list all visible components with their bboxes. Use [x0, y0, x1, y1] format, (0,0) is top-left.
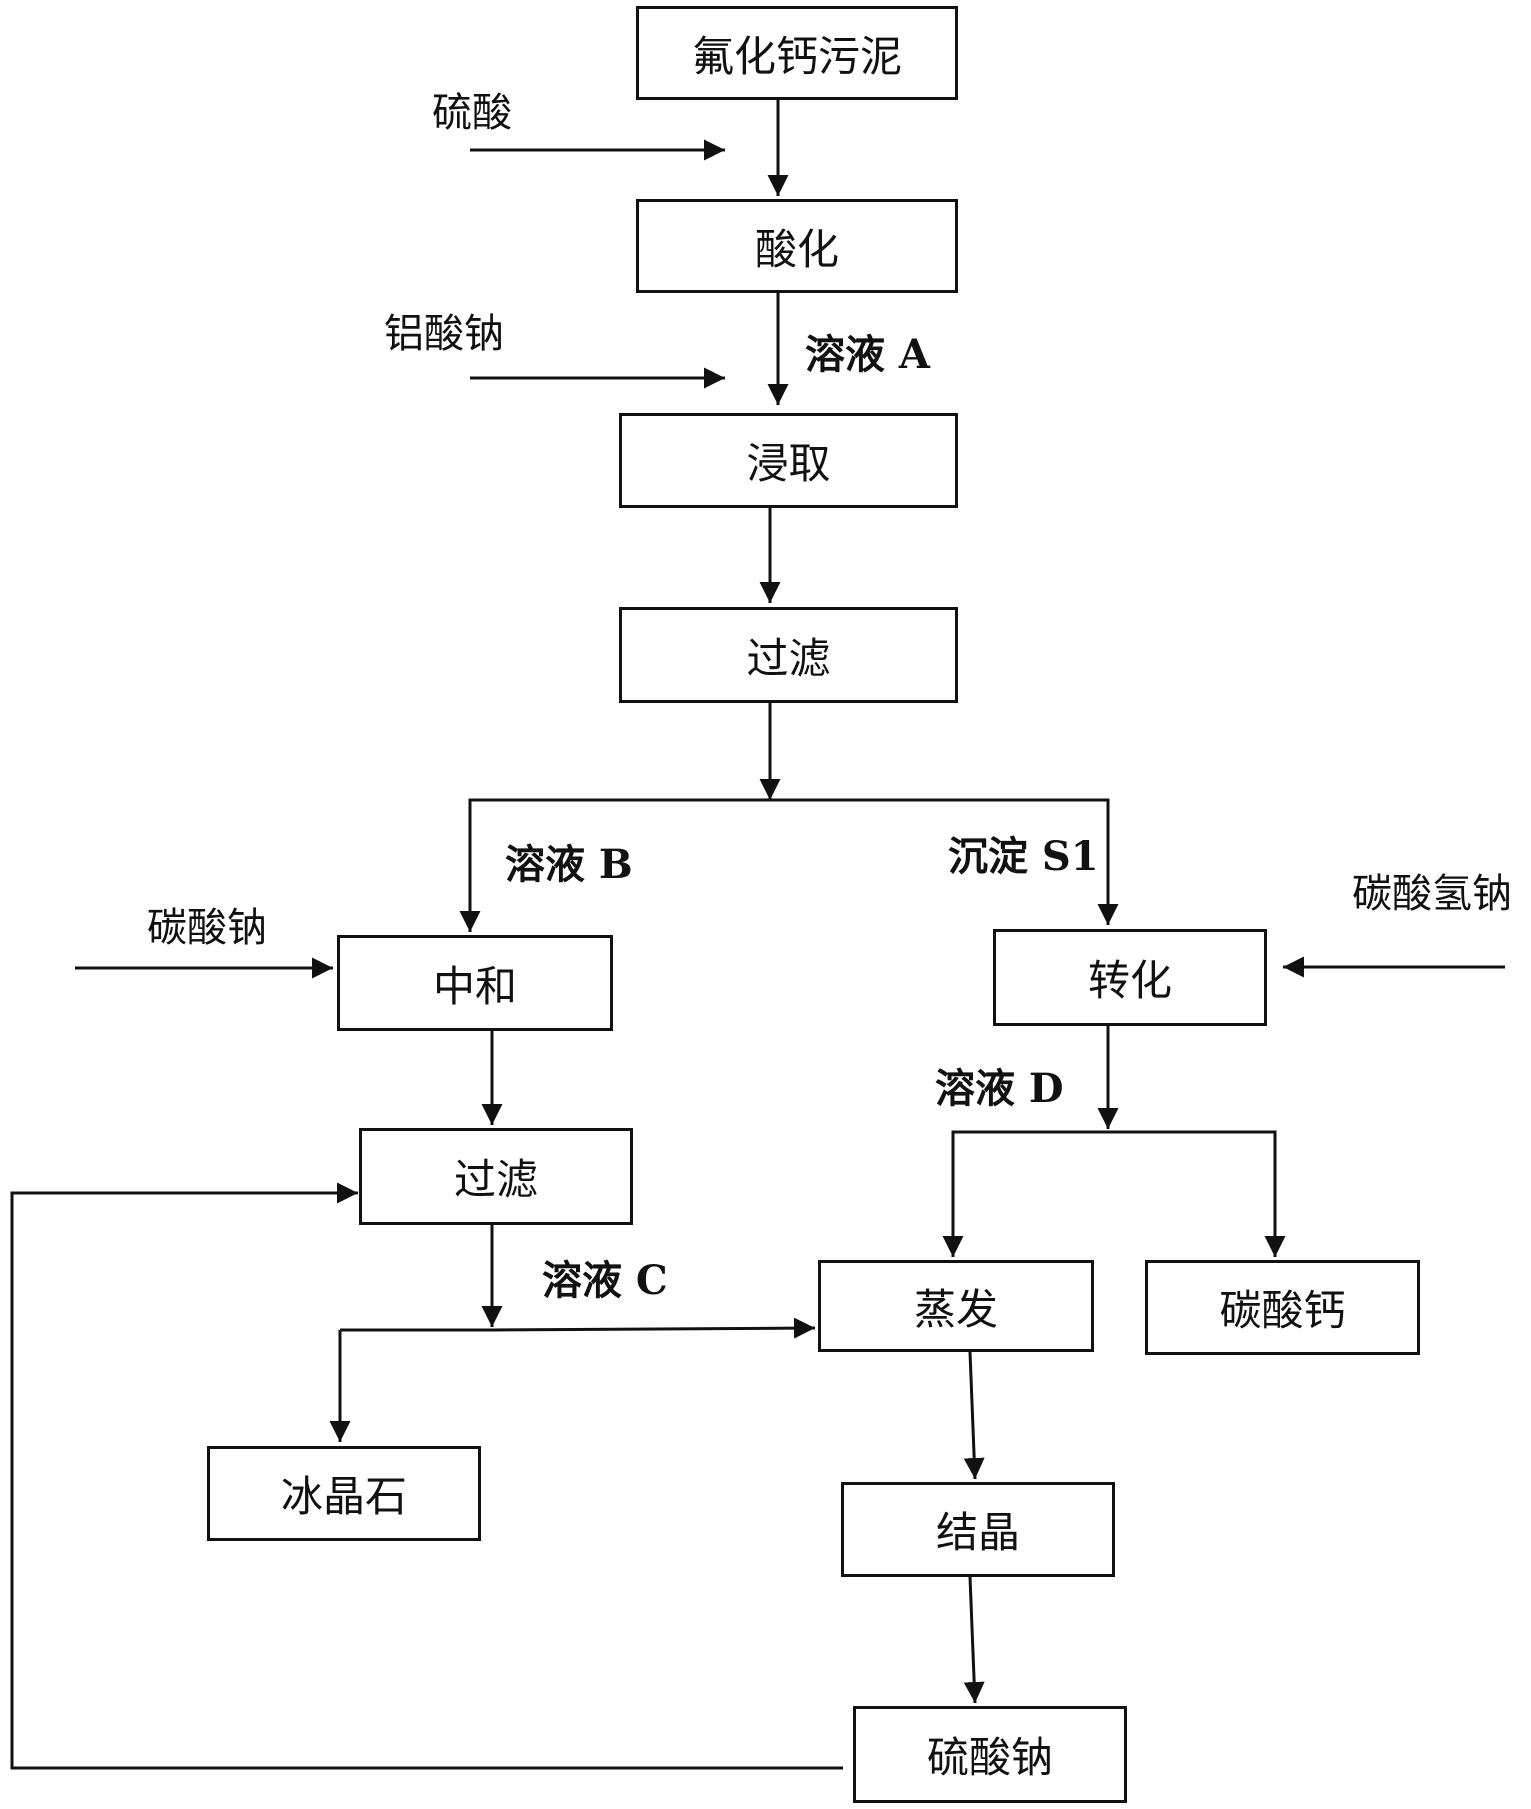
node-calcium-fluoride-sludge: 氟化钙污泥 [636, 6, 958, 100]
node-acidify: 酸化 [636, 199, 958, 293]
label-sodium-aluminate: 铝酸钠 [384, 311, 504, 357]
node-filter-2: 过滤 [359, 1128, 633, 1225]
node-calcium-carbonate: 碳酸钙 [1145, 1260, 1420, 1355]
arrow-evaporate-to-crystallize [963, 1351, 985, 1480]
node-neutralize: 中和 [337, 935, 613, 1031]
node-sodium-sulfate: 硫酸钠 [853, 1706, 1127, 1803]
node-cryolite: 冰晶石 [207, 1446, 481, 1541]
branch-solution-b [459, 798, 770, 932]
arrow-crystallize-to-sodium-sulfate [963, 1576, 985, 1704]
label-solution-a: 溶液 A [805, 331, 930, 378]
node-convert: 转化 [993, 929, 1267, 1026]
branch-precipitate-s1 [770, 798, 1119, 925]
branch-to-evaporate [942, 1130, 1108, 1257]
recycle-loop-sodium-sulfate [10, 1182, 843, 1770]
label-solution-b: 溶液 B [505, 841, 633, 888]
label-sodium-carbonate: 碳酸钠 [147, 905, 267, 951]
node-leach: 浸取 [619, 413, 958, 508]
node-filter-1: 过滤 [619, 607, 958, 703]
branch-to-calcium-carbonate [1108, 1130, 1286, 1257]
label-solution-d: 溶液 D [935, 1065, 1064, 1112]
label-solution-c: 溶液 C [542, 1257, 668, 1304]
node-evaporate: 蒸发 [818, 1260, 1094, 1352]
label-sodium-bicarbonate: 碳酸氢钠 [1352, 871, 1512, 917]
node-crystallize: 结晶 [841, 1482, 1115, 1577]
arrow-solution-c-to-evaporate [491, 1317, 816, 1339]
label-precipitate-s1: 沉淀 S1 [948, 833, 1099, 880]
label-sulfuric-acid: 硫酸 [432, 90, 512, 136]
